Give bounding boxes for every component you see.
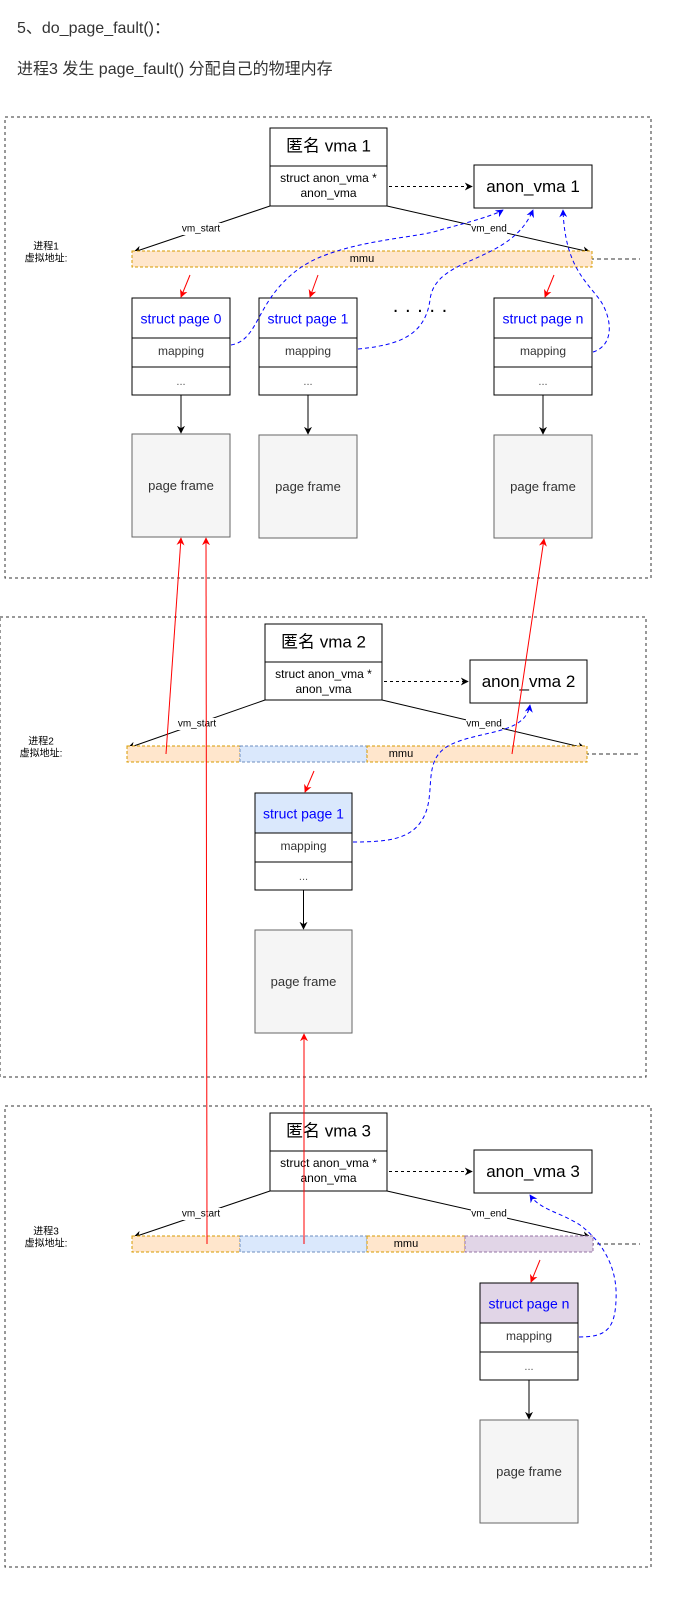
process-label: 进程3 xyxy=(33,1226,59,1238)
mmu-page-arrow xyxy=(304,770,315,793)
process-container xyxy=(4,116,652,579)
vma-field-type: struct anon_vma * xyxy=(275,667,372,681)
mmu-label: mmu xyxy=(394,1238,418,1250)
vm-end-label: vm_end xyxy=(471,1209,507,1220)
process-label: 进程2 xyxy=(28,736,54,748)
vm-start-label: vm_start xyxy=(182,224,221,235)
mapping-link xyxy=(529,1194,617,1338)
page-ellipsis: ... xyxy=(524,1361,533,1373)
page-frame-label: page frame xyxy=(148,478,214,493)
mmu-segment xyxy=(366,745,588,763)
vma-field-type: struct anon_vma * xyxy=(280,171,377,185)
page-ellipsis-dots: · · · · · xyxy=(392,299,448,321)
vma-field-name: anon_vma xyxy=(300,1171,356,1185)
vma-title: 匿名 vma 1 xyxy=(286,136,371,155)
mapping-field: mapping xyxy=(158,344,204,358)
vm-end-label: vm_end xyxy=(471,224,507,235)
anon-vma-box xyxy=(473,164,593,209)
mmu-segment xyxy=(126,745,241,763)
page-ellipsis: ... xyxy=(303,376,312,388)
label-bg xyxy=(466,718,502,730)
step-description: 进程3 发生 page_fault() 分配自己的物理内存 xyxy=(17,61,333,78)
page-frame-label: page frame xyxy=(496,1464,562,1479)
page-frame-box xyxy=(254,929,353,1034)
page-ellipsis: ... xyxy=(538,376,547,388)
virtual-address-label: 虚拟地址: xyxy=(25,252,68,265)
vma-title: 匿名 vma 2 xyxy=(281,632,366,651)
frame-share-arrow xyxy=(202,537,211,1245)
struct-page-title: struct page n xyxy=(503,311,584,327)
mmu-label: mmu xyxy=(350,253,374,265)
mapping-field: mapping xyxy=(285,344,331,358)
virtual-address-label: 虚拟地址: xyxy=(25,1237,68,1250)
anon-vma-label: anon_vma 1 xyxy=(486,177,580,196)
vm-start-label: vm_start xyxy=(182,1209,221,1220)
struct-page-header xyxy=(479,1282,579,1324)
struct-page-title: struct page 1 xyxy=(263,806,344,822)
vm-start-label: vm_start xyxy=(178,719,217,730)
frame-share-arrow xyxy=(511,538,547,755)
mmu-page-arrow xyxy=(308,274,319,298)
mmu-page-arrow xyxy=(544,274,555,298)
page-frame-box xyxy=(493,434,593,539)
vma-field-name: anon_vma xyxy=(300,186,356,200)
vm-end-label: vm_end xyxy=(466,719,502,730)
label-bg xyxy=(471,223,507,235)
mmu-page-arrow xyxy=(180,274,191,298)
page-frame-box xyxy=(131,433,231,538)
mapping-field: mapping xyxy=(506,1329,552,1343)
struct-page-header xyxy=(131,297,231,339)
anon-vma-box xyxy=(469,659,588,704)
anon-vma-label: anon_vma 2 xyxy=(482,672,576,691)
vma-box xyxy=(269,127,388,207)
anon-vma-box xyxy=(473,1149,593,1194)
vma-title: 匿名 vma 3 xyxy=(286,1121,371,1140)
mmu-segment xyxy=(239,745,368,763)
process-container xyxy=(0,616,647,1078)
mapping-field: mapping xyxy=(520,344,566,358)
vma-box xyxy=(269,1112,388,1192)
mmu-segment xyxy=(464,1235,594,1253)
mapping-link xyxy=(357,209,534,350)
page-frame-label: page frame xyxy=(275,479,341,494)
struct-page-header xyxy=(493,297,593,339)
page-frame-label: page frame xyxy=(271,974,337,989)
page-frame-box xyxy=(258,434,358,539)
struct-page-header xyxy=(254,792,353,834)
vma-field-name: anon_vma xyxy=(295,682,351,696)
mapping-link xyxy=(230,209,504,346)
mmu-segment xyxy=(131,1235,241,1253)
mapping-link xyxy=(352,704,533,843)
anon-vma-label: anon_vma 3 xyxy=(486,1162,580,1181)
vma-field-type: struct anon_vma * xyxy=(280,1156,377,1170)
mmu-label: mmu xyxy=(389,748,413,760)
struct-page-header xyxy=(258,297,358,339)
mmu-page-arrow xyxy=(530,1259,541,1283)
virtual-address-label: 虚拟地址: xyxy=(20,747,63,760)
label-bg xyxy=(471,1208,507,1220)
page-frame-label: page frame xyxy=(510,479,576,494)
struct-page-title: struct page n xyxy=(489,1296,570,1312)
process-label: 进程1 xyxy=(33,241,59,253)
mapping-field: mapping xyxy=(280,839,326,853)
process-container xyxy=(4,1105,652,1568)
mmu-segment xyxy=(131,250,593,268)
struct-page-title: struct page 0 xyxy=(141,311,222,327)
page-ellipsis: ... xyxy=(176,376,185,388)
page-ellipsis: ... xyxy=(299,871,308,883)
struct-page-title: struct page 1 xyxy=(268,311,349,327)
step-title: 5、do_page_fault()： xyxy=(17,20,170,37)
label-bg xyxy=(181,1208,221,1220)
page-frame-box xyxy=(479,1419,579,1524)
label-bg xyxy=(177,718,217,730)
frame-share-arrow xyxy=(165,537,185,755)
label-bg xyxy=(181,223,221,235)
